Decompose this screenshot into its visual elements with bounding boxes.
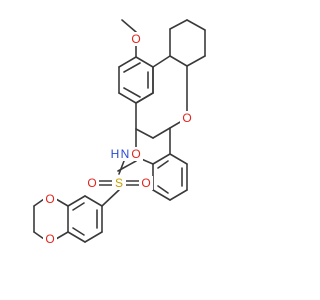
dioxane-oxygen-top: O bbox=[43, 192, 57, 206]
methoxy-oxygen-top: O bbox=[129, 32, 143, 46]
sulfur-atom: S bbox=[112, 176, 126, 190]
atom-label-h: H bbox=[111, 147, 120, 161]
atom-label-o: O bbox=[141, 176, 150, 190]
molecule-structure: O O O N H S O O bbox=[33, 19, 206, 246]
dioxane-oxygen-bottom: O bbox=[43, 232, 57, 246]
sulfonyl-oxygen-left: O bbox=[85, 176, 99, 190]
sulfonyl-oxygen-right: O bbox=[139, 176, 153, 190]
ring-oxygen: O bbox=[180, 111, 194, 125]
atom-label-o: O bbox=[45, 192, 54, 206]
amine-hydrogen: H bbox=[110, 147, 120, 161]
atom-label-o: O bbox=[45, 232, 54, 246]
atom-label-o: O bbox=[131, 32, 140, 46]
atom-label-o: O bbox=[131, 147, 140, 161]
atom-labels: O O O N H S O O bbox=[43, 32, 194, 246]
atom-label-o: O bbox=[182, 111, 191, 125]
methoxy-oxygen-bottom: O bbox=[129, 147, 143, 161]
atom-label-s: S bbox=[115, 176, 123, 190]
atom-label-n: N bbox=[121, 147, 130, 161]
atom-label-o: O bbox=[87, 176, 96, 190]
amine-nitrogen: N bbox=[118, 147, 132, 161]
bonds bbox=[33, 19, 206, 243]
